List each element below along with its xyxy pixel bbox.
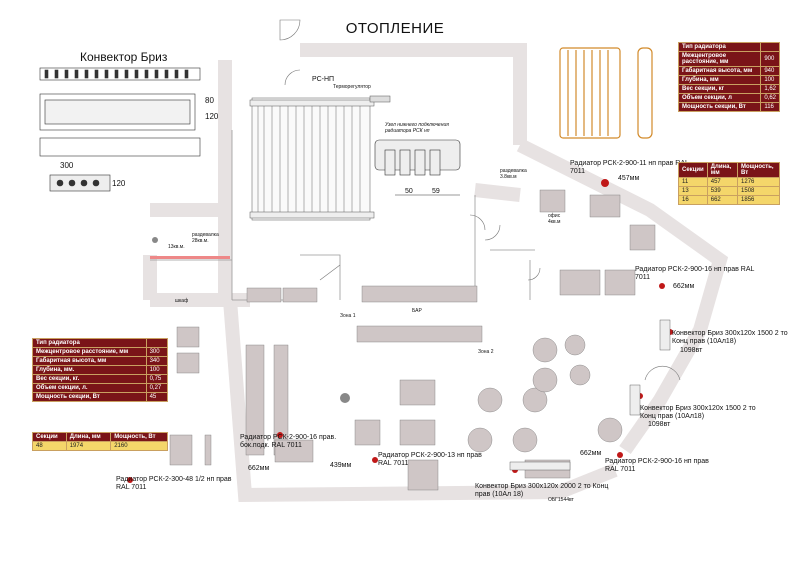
rt-head: Секции <box>678 162 708 178</box>
lt-key: Объем секции, л. <box>32 383 147 393</box>
rt-cell: 1276 <box>737 177 780 187</box>
decor <box>152 237 350 403</box>
lt-cell: 2160 <box>110 441 168 451</box>
lt-key: Межцентровое расстояние, мм <box>32 347 147 357</box>
furniture <box>169 189 656 491</box>
room-dressing1: раздевалка 28кв.м. <box>192 232 219 244</box>
lt-val: 340 <box>145 356 169 366</box>
rt-key: Объем секции, л <box>677 93 762 103</box>
annotation-2: Радиатор РСК-2-900-16 нп прав RAL 7011 <box>635 266 755 281</box>
rt-key: Тип радиатора <box>677 42 762 52</box>
dim-120b: 120 <box>205 112 219 121</box>
lower-node-drawing <box>374 139 461 196</box>
lt-head: Длина, мм <box>65 432 112 442</box>
page-title: ОТОПЛЕНИЕ <box>345 20 445 37</box>
annotation-2-sub: 662мм <box>673 283 695 290</box>
room-office: офис 4кв.м <box>548 213 561 225</box>
rt-head: Мощность, Вт <box>737 162 780 178</box>
lt-key: Вес секции, кг. <box>32 374 147 384</box>
annotation-4: Конвектор Бриз 300х120х 1500 2 то Конц п… <box>640 405 756 420</box>
dim-80: 80 <box>205 96 214 105</box>
annotation-9: Радиатор РСК-2-300-48 1/2 нп прав RAL 70… <box>116 476 232 491</box>
rt-key: Габаритная высота, мм <box>677 66 762 76</box>
annotation-5-sub: 662мм <box>580 450 602 457</box>
rt-key: Межцентровое расстояние, мм <box>677 51 762 67</box>
lt-val: 0,27 <box>145 383 169 393</box>
radiator-markers <box>127 179 673 483</box>
rt-val: 900 <box>760 51 780 67</box>
annotation-4-sub: 1098вт <box>648 421 671 428</box>
round-tables <box>467 334 623 453</box>
big-radiator-drawing <box>249 95 391 221</box>
rt-key: Вес секции, кг <box>677 84 762 94</box>
annotation-7-sub: 439мм <box>330 462 352 469</box>
lt-val <box>145 338 169 348</box>
rt-val: 116 <box>760 102 780 112</box>
annotation-1-sub: 457мм <box>618 175 640 182</box>
rt-val: 0,62 <box>760 93 780 103</box>
lt-val: 45 <box>145 392 169 402</box>
dim-50: 50 <box>405 188 413 195</box>
rt-val: 1,62 <box>760 84 780 94</box>
rt-cell: 457 <box>706 177 739 187</box>
annotation-6-sub: ОБГ1544вт <box>548 497 574 503</box>
wall-accent <box>150 256 230 259</box>
rt-cell: 1856 <box>737 195 780 205</box>
lt-val: 300 <box>145 347 169 357</box>
annotation-5: Радиатор РСК-2-900-16 нп прав RAL 7011 <box>605 458 709 473</box>
sectional-radiator-drawing <box>559 47 653 139</box>
rc-np-label: РС-НП <box>312 76 335 83</box>
lt-key: Мощность секции, Вт <box>32 392 147 402</box>
lower-node-label: Узел нижнего подключения радиатора РСК н… <box>385 122 449 134</box>
rt-cell: 11 <box>678 177 708 187</box>
room-zone1: Зона 1 <box>340 313 356 319</box>
annotation-6: Конвектор Бриз 300х120х 2000 2 то Конц п… <box>475 483 609 498</box>
annotation-8: Радиатор РСК-2-900-16 прав. бок.подк. RA… <box>240 434 337 449</box>
left-spec-table: Тип радиатора Межцентровое расстояние, м… <box>32 338 169 402</box>
rt-cell: 1508 <box>737 186 780 196</box>
dim-120: 120 <box>112 179 126 188</box>
lt-cell: 1974 <box>65 441 112 451</box>
lt-cell: 48 <box>32 441 67 451</box>
rt-val <box>760 42 780 52</box>
room-dressing3: раздевалка 3.8кв.м <box>500 168 527 180</box>
thermoreg-label: Терморегулятор <box>333 84 371 90</box>
dim-59: 59 <box>432 188 440 195</box>
rt-key: Мощность секции, Вт <box>677 102 762 112</box>
lt-val: 0,75 <box>145 374 169 384</box>
rt-cell: 16 <box>678 195 708 205</box>
convector-strips <box>509 319 671 471</box>
rt-head: Длина, мм <box>706 162 739 178</box>
lt-val: 100 <box>145 365 169 375</box>
room-bar: БАР <box>412 308 422 314</box>
convector-drawings <box>39 67 201 192</box>
convector-title: Конвектор Бриз <box>80 50 168 64</box>
lt-head: Секции <box>32 432 67 442</box>
lt-key: Глубина, мм. <box>32 365 147 375</box>
lt-key: Тип радиатора <box>32 338 147 348</box>
lt-head: Мощность, Вт <box>110 432 168 442</box>
annotation-3-sub: 1098вт <box>680 347 703 354</box>
annotation-8-sub: 662мм <box>248 465 270 472</box>
rt-key: Глубина, мм <box>677 75 762 85</box>
room-dressing2: 13кв.м. <box>168 244 185 250</box>
dim-300: 300 <box>60 161 74 170</box>
rt-cell: 539 <box>706 186 739 196</box>
room-zone2: Зона 2 <box>478 349 494 355</box>
rt-cell: 662 <box>706 195 739 205</box>
rt-cell: 13 <box>678 186 708 196</box>
lt-key: Габаритная высота, мм <box>32 356 147 366</box>
rt-val: 940 <box>760 66 780 76</box>
annotation-3: Конвектор Бриз 300х120х 1500 2 то Конц п… <box>672 330 788 345</box>
annotation-7: Радиатор РСК-2-900-13 нп прав RAL 7011 <box>378 452 482 467</box>
room-shkaf: шкаф <box>175 298 189 304</box>
rt-val: 100 <box>760 75 780 85</box>
right-spec-table: Тип радиатора Межцентровое расстояние, м… <box>677 42 780 112</box>
annotation-1: Радиатор РСК-2-900-11 нп прав RAL 7011 <box>570 160 689 175</box>
